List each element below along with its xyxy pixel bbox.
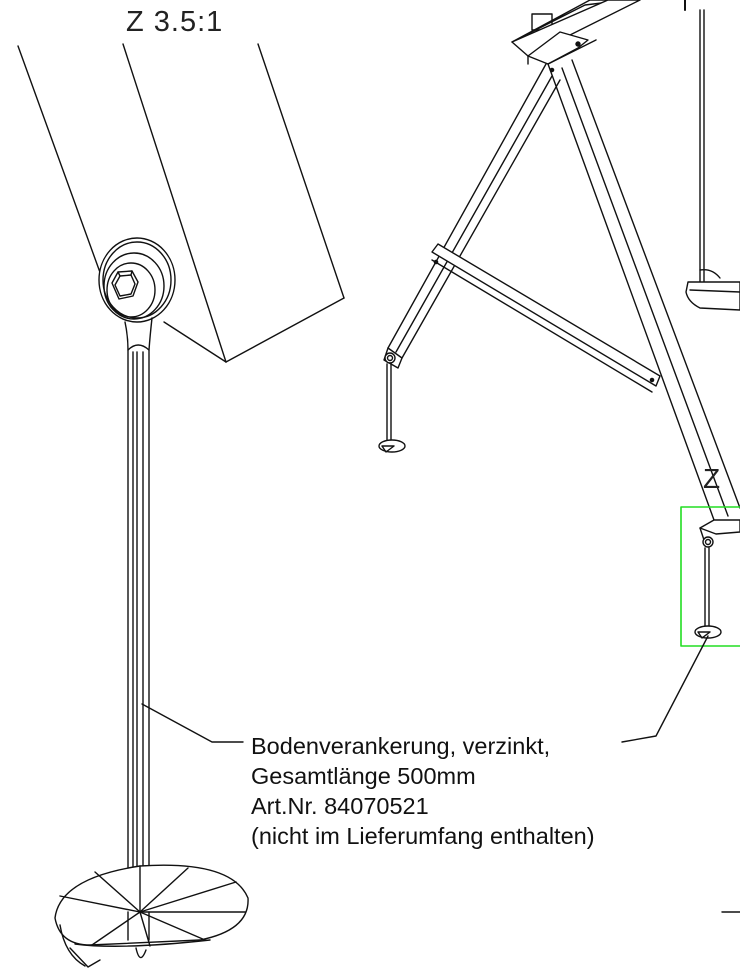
- anchor-annotation: Bodenverankerung, verzinkt, Gesamtlänge …: [251, 731, 595, 851]
- detail-bolt: [98, 237, 176, 323]
- detail-scale-label: Z 3.5:1: [126, 6, 224, 38]
- annotation-line-4: (nicht im Lieferumfang enthalten): [251, 823, 595, 849]
- detail-anchor-rod: [124, 317, 153, 913]
- detail-highlight-box: [680, 506, 740, 647]
- overview-easel: [378, 0, 740, 639]
- annotation-line-2: Gesamtlänge 500mm: [251, 763, 476, 789]
- overview-leader-line: [621, 635, 709, 743]
- detail-leader-line: [141, 703, 244, 743]
- detail-marker-label: Z: [703, 463, 721, 494]
- detail-anchor-disk: [54, 864, 249, 968]
- detail-leg: [17, 43, 345, 363]
- annotation-line-1: Bodenverankerung, verzinkt,: [251, 733, 551, 759]
- annotation-line-3: Art.Nr. 84070521: [251, 793, 429, 819]
